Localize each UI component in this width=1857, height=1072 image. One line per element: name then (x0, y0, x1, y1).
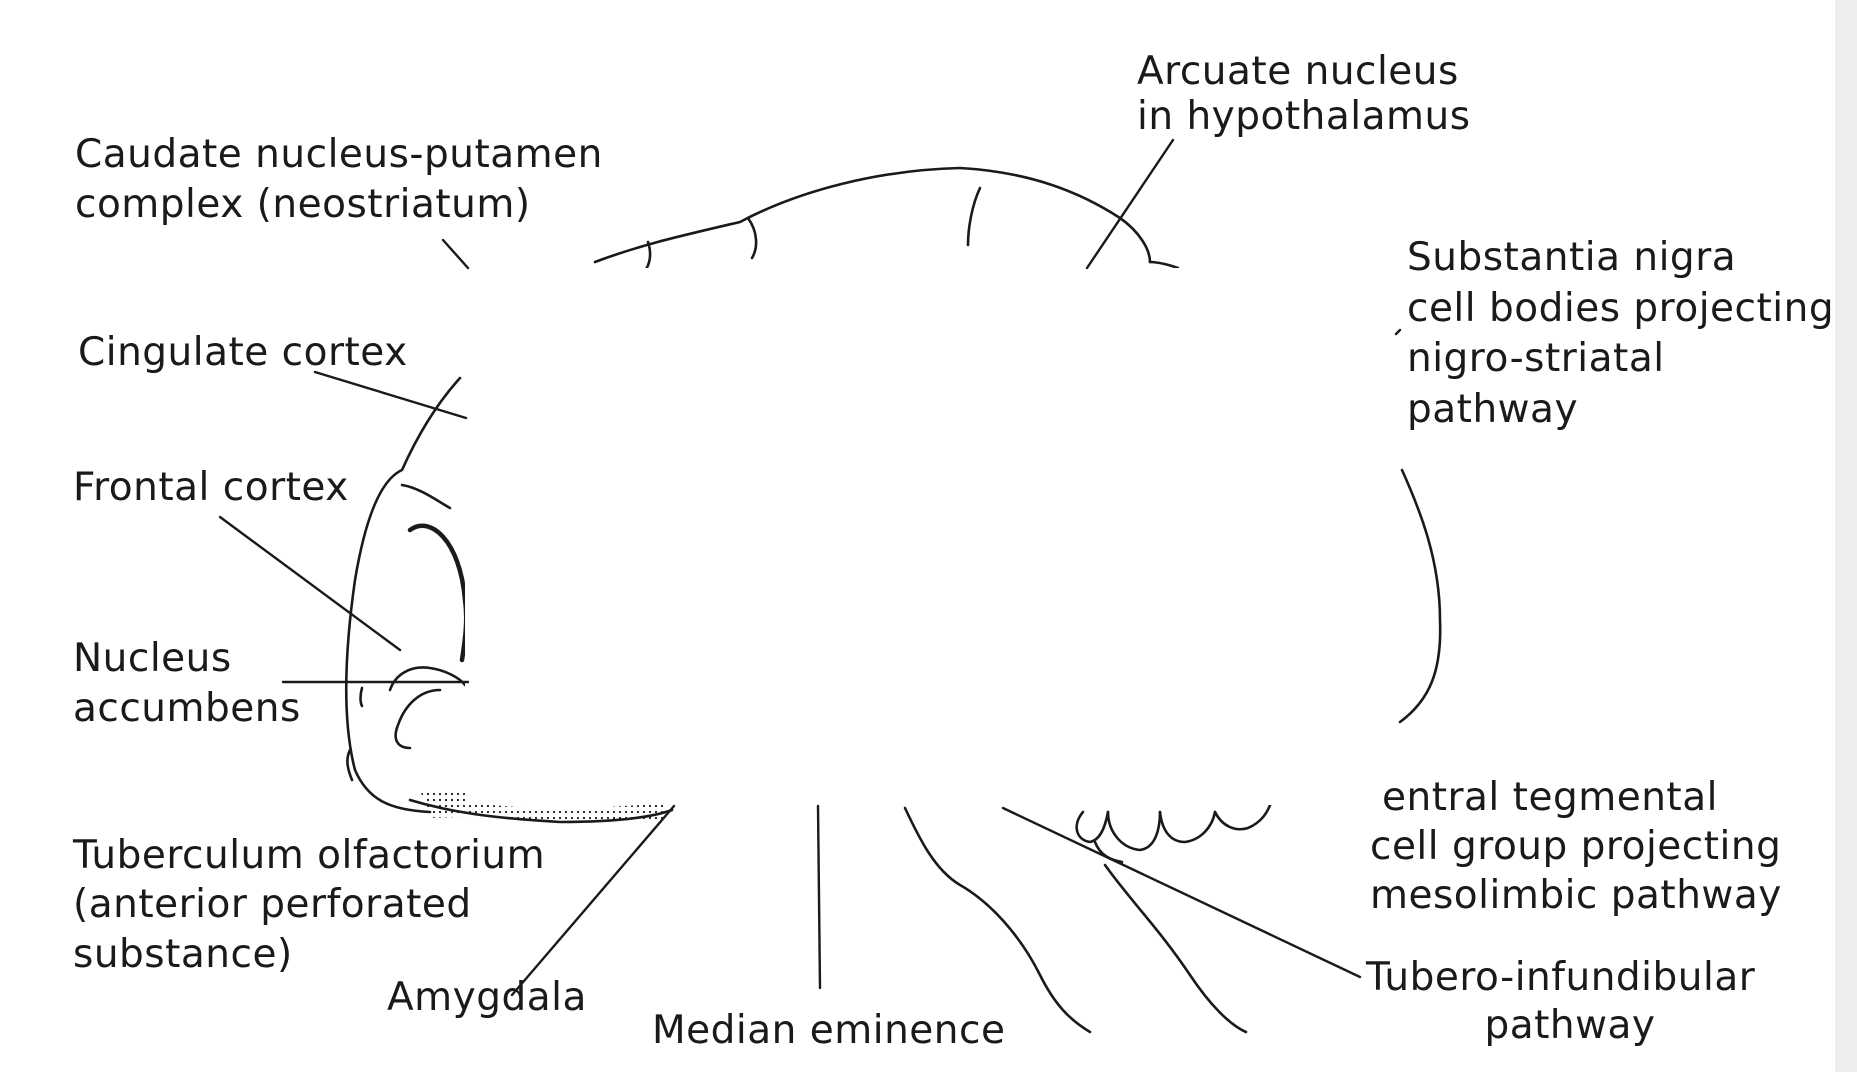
page-edge (1835, 0, 1857, 1072)
label-cingulate: Cingulate cortex (78, 330, 408, 375)
label-amygdala: Amygdala (387, 975, 587, 1020)
label-ventral-3: mesolimbic pathway (1370, 873, 1782, 918)
label-substantia-2: cell bodies projecting (1407, 286, 1834, 331)
label-ventral-2: cell group projecting (1370, 824, 1781, 869)
label-accumbens-2: accumbens (73, 686, 301, 731)
label-substantia-4: pathway (1407, 387, 1578, 432)
label-tuberculum-1: Tuberculum olfactorium (72, 833, 545, 878)
brain-outline (345, 166, 1442, 1034)
label-arcuate-2: in hypothalamus (1137, 94, 1471, 139)
label-tuberculum-3: substance) (73, 932, 293, 977)
label-tubero-2: pathway (1484, 1003, 1655, 1048)
label-substantia-3: nigro-striatal (1407, 336, 1665, 381)
label-caudate-1: Caudate nucleus-putamen (75, 132, 603, 177)
label-accumbens-1: Nucleus (73, 636, 232, 681)
label-arcuate-1: Arcuate nucleus (1137, 49, 1459, 94)
label-ventral-1: entral tegmental (1382, 775, 1718, 820)
label-tubero-1: Tubero-infundibular (1365, 955, 1756, 1000)
label-tuberculum-2: (anterior perforated (73, 882, 472, 927)
blank-overlay (465, 268, 1395, 805)
labels: Arcuate nucleus in hypothalamus Caudate … (72, 49, 1834, 1053)
label-frontal: Frontal cortex (73, 465, 349, 510)
label-substantia-1: Substantia nigra (1407, 235, 1736, 280)
label-median-eminence: Median eminence (652, 1008, 1005, 1053)
label-caudate-2: complex (neostriatum) (75, 182, 531, 227)
leader-lines (218, 138, 1402, 997)
